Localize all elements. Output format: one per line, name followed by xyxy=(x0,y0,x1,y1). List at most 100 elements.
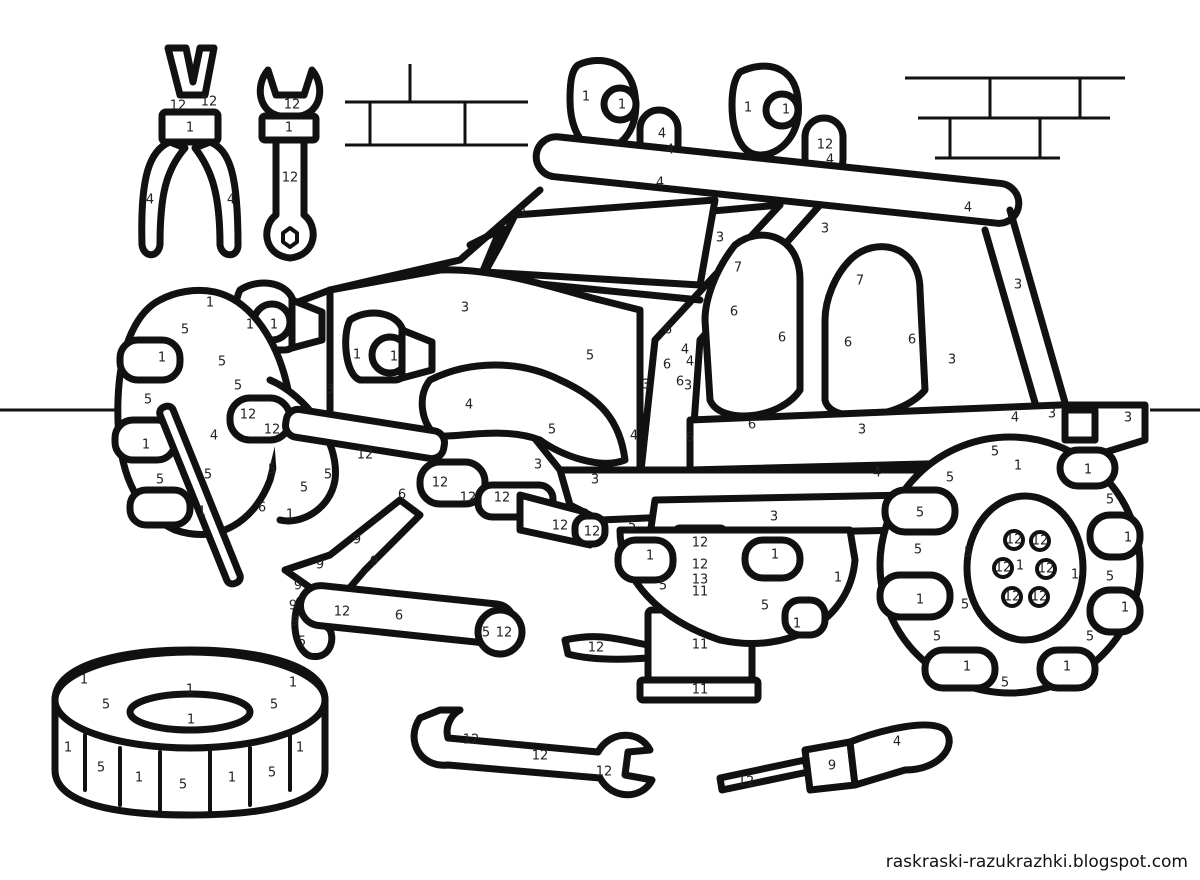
region-number-buggy: 6 xyxy=(748,418,756,433)
site-credit: raskraski-razukrazhki.blogspot.com xyxy=(885,852,1188,872)
jack-stand xyxy=(156,402,526,660)
region-number-front-wheel-left: 1 xyxy=(206,296,214,311)
region-number-rear-wheel: 12 xyxy=(1032,534,1049,549)
region-number-roof-lights: 4 xyxy=(666,143,674,158)
region-number-spare-tire: 1 xyxy=(228,771,236,786)
region-number-screwdriver: 4 xyxy=(893,735,901,750)
region-number-pliers: 12 xyxy=(170,99,187,114)
region-number-spare-tire: 5 xyxy=(270,698,278,713)
region-number-buggy: 6 xyxy=(730,305,738,320)
region-number-rear-wheel-back: 1 xyxy=(771,548,779,563)
region-number-buggy: 3 xyxy=(1124,411,1132,426)
region-number-jack-stand: 9 xyxy=(353,533,361,548)
region-number-buggy: 1 xyxy=(390,350,398,365)
region-number-rear-wheel: 1 xyxy=(1084,463,1092,478)
region-number-front-wheel-left: 5 xyxy=(324,468,332,483)
region-number-rear-wheel: 1 xyxy=(1016,559,1024,574)
region-number-rear-wheel: 5 xyxy=(916,506,924,521)
region-number-bottle-jack: 13 xyxy=(692,573,709,588)
region-number-rear-wheel: 5 xyxy=(1001,676,1009,691)
region-number-rear-wheel: 1 xyxy=(963,660,971,675)
region-number-bottle-jack: 12 xyxy=(692,558,709,573)
region-number-buggy: 4 xyxy=(873,466,881,481)
region-number-buggy: 6 xyxy=(778,331,786,346)
region-number-jack-stand: 9 xyxy=(291,615,299,630)
region-number-buggy: 7 xyxy=(856,274,864,289)
region-number-roof-lights: 4 xyxy=(826,153,834,168)
region-number-rear-wheel: 12 xyxy=(1006,533,1023,548)
region-number-buggy: 3 xyxy=(518,207,526,222)
region-number-rear-wheel-back: 1 xyxy=(834,571,842,586)
region-number-bottle-jack: 12 xyxy=(588,641,605,656)
region-number-buggy: 4 xyxy=(465,398,473,413)
region-number-rear-wheel-back: 1 xyxy=(646,549,654,564)
region-number-rear-wheel: 12 xyxy=(1031,590,1048,605)
region-number-screwdriver: 12 xyxy=(738,775,755,790)
region-number-rear-wheel-back: 1 xyxy=(793,617,801,632)
region-number-roof-lights: 1 xyxy=(782,103,790,118)
region-number-pliers: 4 xyxy=(227,193,235,208)
region-number-spare-tire: 1 xyxy=(187,713,195,728)
region-number-buggy: 3 xyxy=(821,222,829,237)
region-number-front-wheel-left: 1 xyxy=(158,351,166,366)
region-number-buggy: 3 xyxy=(461,301,469,316)
region-number-wrench-floor: 12 xyxy=(596,765,613,780)
region-number-pliers: 4 xyxy=(146,193,154,208)
region-number-buggy: 6 xyxy=(663,358,671,373)
region-number-axle: 12 xyxy=(240,408,257,423)
region-number-rear-wheel: 12 xyxy=(1038,562,1055,577)
region-number-front-wheel-left: 4 xyxy=(210,429,218,444)
region-number-rear-wheel: 1 xyxy=(1063,660,1071,675)
region-number-buggy: 6 xyxy=(844,336,852,351)
region-number-pliers: 12 xyxy=(201,95,218,110)
floor-wrench-icon xyxy=(410,706,656,799)
region-number-rear-wheel: 12 xyxy=(995,561,1012,576)
region-number-buggy: 3 xyxy=(948,353,956,368)
region-number-jack-stand: 12 xyxy=(496,626,513,641)
region-number-spare-tire: 1 xyxy=(135,771,143,786)
region-number-spare-tire: 5 xyxy=(179,778,187,793)
region-number-buggy: 1 xyxy=(246,318,254,333)
region-number-jack-stand: 9 xyxy=(370,555,378,570)
region-number-rear-wheel: 5 xyxy=(991,445,999,460)
region-number-front-wheel-left: 1 xyxy=(142,438,150,453)
region-number-axle: 12 xyxy=(432,476,449,491)
region-number-buggy: 3 xyxy=(642,378,650,393)
region-number-wrench-top: 12 xyxy=(284,98,301,113)
region-number-front-wheel-left: 1 xyxy=(198,505,206,520)
region-number-spare-tire: 1 xyxy=(289,676,297,691)
region-number-buggy: 6 xyxy=(664,323,672,338)
region-number-wrench-top: 1 xyxy=(285,121,293,136)
region-number-rear-wheel: 5 xyxy=(914,543,922,558)
pliers-icon xyxy=(138,44,242,259)
region-number-buggy: 7 xyxy=(734,261,742,276)
region-number-buggy: 6 xyxy=(908,333,916,348)
region-number-jack-stand: 9 xyxy=(289,599,297,614)
region-number-roof-lights: 1 xyxy=(618,98,626,113)
region-number-buggy: 6 xyxy=(686,431,694,446)
region-number-front-wheel-left: 5 xyxy=(181,323,189,338)
region-number-front-wheel-left: 5 xyxy=(204,468,212,483)
region-number-bottle-jack: 11 xyxy=(692,683,709,698)
region-number-roof-lights: 4 xyxy=(658,127,666,142)
region-number-rear-wheel: 1 xyxy=(916,593,924,608)
region-number-roof-lights: 1 xyxy=(582,90,590,105)
region-number-rear-wheel: 5 xyxy=(1106,570,1114,585)
region-number-buggy: 4 xyxy=(686,355,694,370)
region-number-buggy: 3 xyxy=(1048,407,1056,422)
region-number-rear-wheel: 1 xyxy=(1124,531,1132,546)
region-number-jack-stand: 5 xyxy=(482,626,490,641)
region-number-spare-tire: 5 xyxy=(97,761,105,776)
region-number-rear-wheel: 1 xyxy=(1071,568,1079,583)
region-number-wrench-top: 12 xyxy=(282,171,299,186)
region-number-buggy: 3 xyxy=(591,473,599,488)
region-number-rear-wheel: 12 xyxy=(1004,590,1021,605)
region-number-buggy: 3 xyxy=(716,231,724,246)
region-number-screwdriver: 9 xyxy=(828,759,836,774)
region-number-rear-wheel-back: 5 xyxy=(659,579,667,594)
region-number-buggy: 3 xyxy=(684,379,692,394)
region-number-spare-tire: 1 xyxy=(296,741,304,756)
region-number-jack-stand: 6 xyxy=(395,609,403,624)
region-number-axle: 12 xyxy=(357,448,374,463)
